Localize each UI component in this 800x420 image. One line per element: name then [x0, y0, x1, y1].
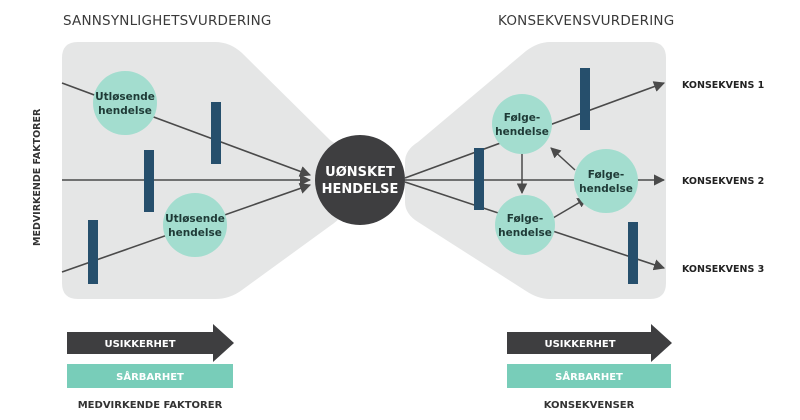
follow-event-1-line1: Følge-	[504, 112, 541, 124]
trigger-event-bottom: Utløsende hendelse	[163, 193, 227, 257]
barrier-right-bottom	[628, 222, 638, 284]
left-vulnerability-bar	[67, 364, 233, 388]
barrier-left-2	[144, 150, 154, 212]
follow-event-3-line2: hendelse	[498, 227, 552, 239]
consequence-2-label: KONSEKVENS 2	[682, 176, 764, 187]
follow-event-2: Følge- hendelse	[574, 149, 638, 213]
trigger-event-top-line1: Utløsende	[95, 91, 155, 103]
follow-event-3-line1: Følge-	[507, 213, 544, 225]
follow-event-2-line1: Følge-	[588, 169, 625, 181]
right-uncertainty-arrow	[507, 324, 672, 362]
right-vulnerability-label: SÅRBARHET	[555, 370, 623, 383]
left-footer-caption: MEDVIRKENDE FAKTORER	[78, 400, 223, 411]
left-header: SANNSYNLIGHETSVURDERING	[63, 13, 272, 29]
follow-event-1-line2: hendelse	[495, 126, 549, 138]
trigger-event-bottom-line2: hendelse	[168, 227, 222, 239]
center-event-line2: HENDELSE	[322, 182, 399, 197]
consequence-3-label: KONSEKVENS 3	[682, 264, 764, 275]
right-footer-caption: KONSEKVENSER	[544, 400, 635, 411]
left-vulnerability-label: SÅRBARHET	[116, 370, 184, 383]
center-event-line1: UØNSKET	[325, 165, 395, 180]
barrier-left-1	[211, 102, 221, 164]
left-uncertainty-arrow	[67, 324, 234, 362]
barrier-left-3	[88, 220, 98, 284]
trigger-event-bottom-line1: Utløsende	[165, 213, 225, 225]
trigger-event-top: Utløsende hendelse	[93, 71, 157, 135]
follow-event-3: Følge- hendelse	[495, 195, 555, 255]
left-uncertainty-label: USIKKERHET	[104, 339, 175, 350]
right-header: KONSEKVENSVURDERING	[498, 13, 674, 29]
right-vulnerability-bar	[507, 364, 671, 388]
consequence-1-label: KONSEKVENS 1	[682, 80, 764, 91]
barrier-right-center	[474, 148, 484, 210]
follow-event-2-line2: hendelse	[579, 183, 633, 195]
right-uncertainty-label: USIKKERHET	[544, 339, 615, 350]
trigger-event-top-line2: hendelse	[98, 105, 152, 117]
side-label: MEDVIRKENDE FAKTORER	[32, 108, 43, 246]
center-event: UØNSKET HENDELSE	[315, 135, 405, 225]
arrow-f2-to-f1	[550, 147, 576, 171]
follow-event-1: Følge- hendelse	[492, 94, 552, 154]
barrier-right-top	[580, 68, 590, 130]
